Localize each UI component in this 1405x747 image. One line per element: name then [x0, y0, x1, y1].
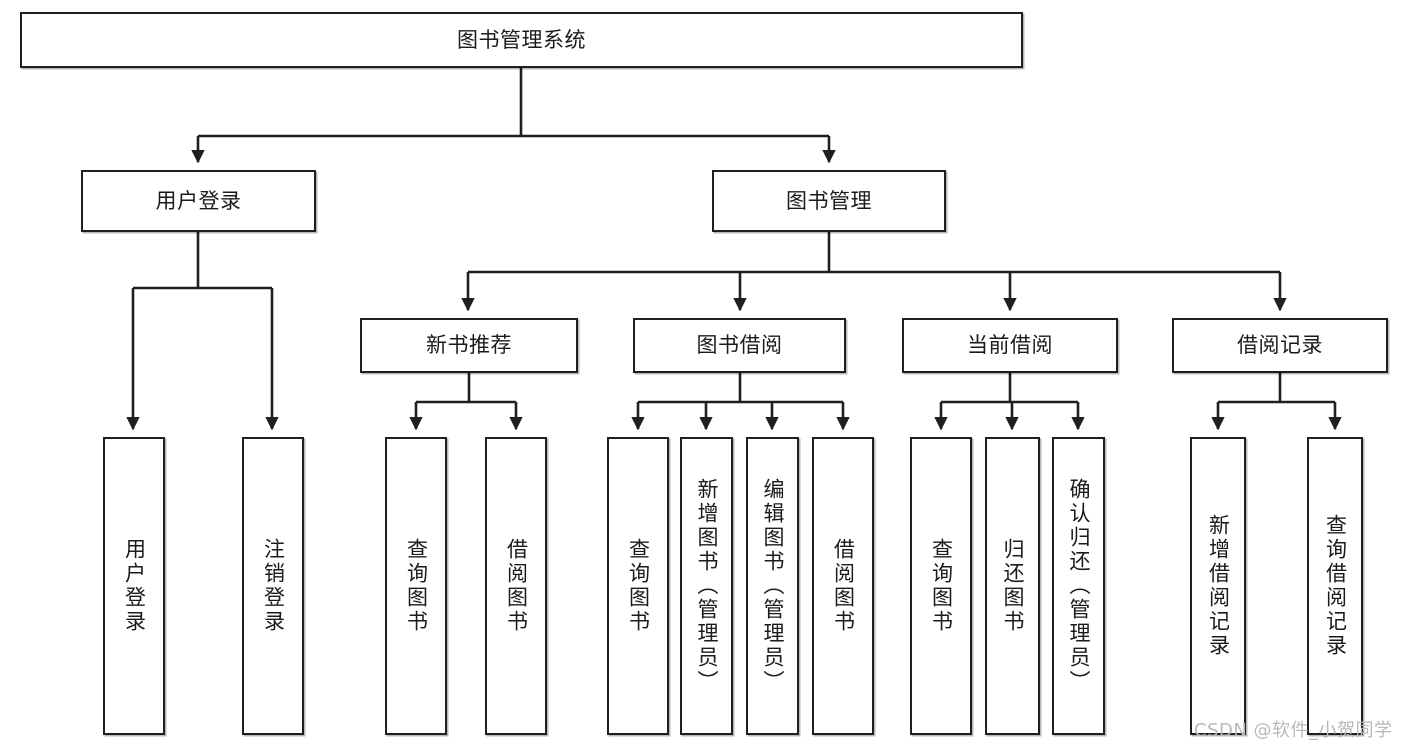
leaf-confirm-return-admin[interactable]: 确认归还（管理员）: [1052, 437, 1105, 735]
node-new-book-recommend[interactable]: 新书推荐: [360, 318, 578, 373]
node-new-book-recommend-label: 新书推荐: [426, 333, 512, 358]
leaf-borrow-book[interactable]: 借阅图书: [812, 437, 874, 735]
leaf-label: 注销登录: [261, 538, 286, 634]
node-borrow-records-label: 借阅记录: [1237, 333, 1323, 358]
node-book-management[interactable]: 图书管理: [712, 170, 946, 232]
leaf-query-book-current[interactable]: 查询图书: [910, 437, 972, 735]
leaf-label: 用户登录: [122, 538, 147, 634]
node-root[interactable]: 图书管理系统: [20, 12, 1023, 68]
leaf-label: 新增借阅记录: [1206, 514, 1231, 658]
node-book-management-label: 图书管理: [786, 188, 872, 213]
node-root-label: 图书管理系统: [457, 27, 586, 52]
node-book-borrow-label: 图书借阅: [696, 333, 783, 358]
leaf-label: 借阅图书: [504, 538, 529, 634]
node-borrow-records[interactable]: 借阅记录: [1172, 318, 1388, 373]
leaf-borrow-book-newbook[interactable]: 借阅图书: [485, 437, 547, 735]
node-user-login-label: 用户登录: [155, 188, 242, 213]
leaf-query-borrow-record[interactable]: 查询借阅记录: [1307, 437, 1363, 735]
leaf-label: 借阅图书: [831, 538, 856, 634]
node-current-borrow-label: 当前借阅: [967, 333, 1053, 358]
node-book-borrow[interactable]: 图书借阅: [633, 318, 846, 373]
node-user-login[interactable]: 用户登录: [81, 170, 316, 232]
leaf-label: 查询图书: [626, 538, 651, 634]
leaf-edit-book-admin[interactable]: 编辑图书（管理员）: [746, 437, 799, 735]
leaf-user-login[interactable]: 用户登录: [103, 437, 165, 735]
leaf-query-book-newbook[interactable]: 查询图书: [385, 437, 447, 735]
leaf-label: 查询借阅记录: [1323, 514, 1348, 658]
leaf-logout-login[interactable]: 注销登录: [242, 437, 304, 735]
leaf-add-book-admin[interactable]: 新增图书（管理员）: [680, 437, 733, 735]
watermark-text: CSDN @软件_小贺同学: [1194, 720, 1393, 741]
leaf-add-borrow-record[interactable]: 新增借阅记录: [1190, 437, 1246, 735]
leaf-label: 确认归还（管理员）: [1067, 478, 1091, 694]
leaf-label: 新增图书（管理员）: [695, 478, 719, 694]
node-current-borrow[interactable]: 当前借阅: [902, 318, 1118, 373]
leaf-label: 编辑图书（管理员）: [761, 478, 785, 694]
leaf-label: 查询图书: [404, 538, 429, 634]
leaf-label: 查询图书: [929, 538, 954, 634]
leaf-label: 归还图书: [1001, 538, 1025, 634]
leaf-return-book[interactable]: 归还图书: [985, 437, 1040, 735]
leaf-query-book-borrow[interactable]: 查询图书: [607, 437, 669, 735]
